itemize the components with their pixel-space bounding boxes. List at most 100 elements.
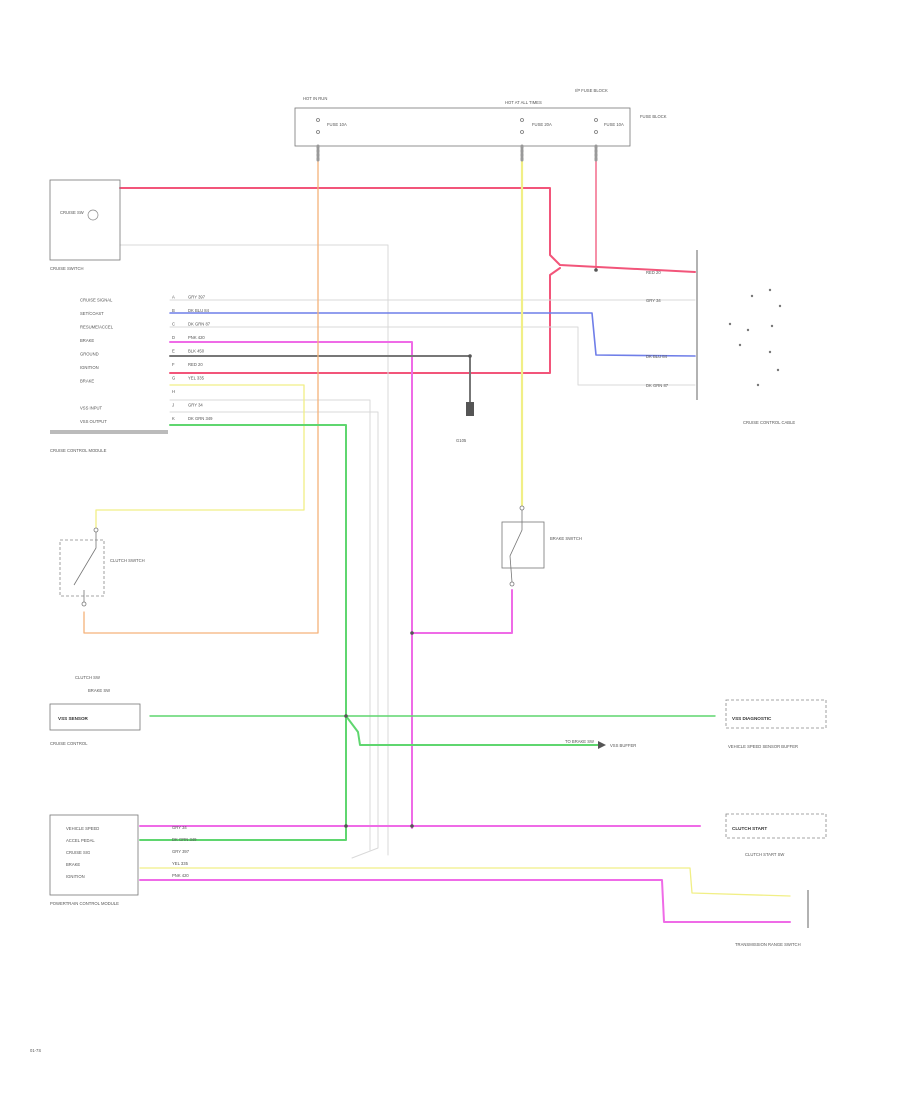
ground-terminal-icon xyxy=(466,402,474,416)
connector-row-label: VSS INPUT xyxy=(80,406,103,411)
fuse-terminal xyxy=(316,130,320,134)
switch-terminal-icon xyxy=(81,601,87,607)
module-caption: CRUISE CONTROL MODULE xyxy=(50,448,107,453)
splice-dots xyxy=(344,268,598,828)
splice-dot xyxy=(344,824,348,828)
vss-sensor-inner: VSS SENSOR xyxy=(58,716,89,721)
range-switch-caption: TRANSMISSION RANGE SWITCH xyxy=(735,942,801,947)
pcm-box xyxy=(49,814,139,896)
cluster-dot xyxy=(756,383,760,387)
arrow-icon xyxy=(598,741,606,749)
wire-green-splice xyxy=(345,715,599,746)
switch-blade-icon xyxy=(73,532,97,602)
fuse-side-label: FUSE BLOCK xyxy=(640,114,667,119)
connector-row-wire: GRY 34 xyxy=(188,403,203,408)
connector-row-label: VSS OUTPUT xyxy=(80,419,107,424)
vss-sensor-caption: CRUISE CONTROL xyxy=(50,741,88,746)
switch-terminal-icon xyxy=(509,581,515,587)
cluster-dot xyxy=(778,304,782,308)
pcm-row-wire: DK GRN 349 xyxy=(172,837,197,842)
connector-row-wire: RED 20 xyxy=(188,362,203,367)
connector-row-pin: K xyxy=(172,416,175,421)
cluster-dot xyxy=(746,328,750,332)
connector-row-label: BRAKE xyxy=(80,338,94,343)
wire-yellow-pcm xyxy=(139,867,791,897)
range-switch-component: TRANSMISSION RANGE SWITCH xyxy=(735,890,809,947)
connector-row-pin: G xyxy=(172,376,175,381)
right-connector-wire: DK BLU 84 xyxy=(646,354,668,359)
splice-dot xyxy=(410,631,414,635)
switch-terminal-icon xyxy=(519,505,525,511)
clutch-start-component: CLUTCH START CLUTCH START SW xyxy=(725,813,827,857)
fuse-block: HOT IN RUN FUSE 10A HOT AT ALL TIMES FUS… xyxy=(294,88,667,162)
clutch-switch: CLUTCH SWITCH xyxy=(59,527,145,607)
connector-row-wire: DK GRN 349 xyxy=(188,416,213,421)
cluster-dot xyxy=(768,288,772,292)
fuse-label-left: HOT IN RUN xyxy=(303,96,327,101)
fuse-label-right: I/P FUSE BLOCK xyxy=(575,88,608,93)
connector-row-label: SET/COAST xyxy=(80,311,104,316)
connector-row-wire: PNK 420 xyxy=(188,335,205,340)
green-splice-label: TO BRAKE SW xyxy=(565,739,594,744)
fuse-terminal xyxy=(316,118,320,122)
connector-row-label: CRUISE SIGNAL xyxy=(80,298,113,303)
pcm-row-label: ACCEL PEDAL xyxy=(66,838,95,843)
switch-terminal-icon xyxy=(93,527,99,533)
wire-magenta-switch xyxy=(411,589,513,634)
connector-row-wire: BLK 450 xyxy=(188,349,205,354)
wire-gray-top xyxy=(119,244,389,856)
connector-row-pin: E xyxy=(172,349,175,354)
right-connector-wire: GRY 34 xyxy=(646,298,661,303)
wire-magenta-low xyxy=(139,879,791,923)
connector-row-label: IGNITION xyxy=(80,365,99,370)
pcm-row-wire: YEL 335 xyxy=(172,861,189,866)
wires xyxy=(83,148,791,923)
pcm-caption: POWERTRAIN CONTROL MODULE xyxy=(50,901,119,906)
connector-row-wire: YEL 335 xyxy=(188,376,205,381)
switch-dashed-outline xyxy=(59,539,105,597)
connector-row-wire: DK BLU 84 xyxy=(188,308,210,313)
pcm-row-label: VEHICLE SPEED xyxy=(66,826,99,831)
fuse-name-right: FUSE 10A xyxy=(604,122,624,127)
fuse-terminal xyxy=(594,118,598,122)
wire-gray-row-h xyxy=(169,399,371,851)
right-connector-wire: RED 20 xyxy=(646,270,661,275)
wire-blue xyxy=(169,312,696,357)
wire-yellow-brake xyxy=(95,384,305,529)
fuse-label-mid: HOT AT ALL TIMES xyxy=(505,100,542,105)
cluster-dot xyxy=(770,324,774,328)
connector-row-pin: F xyxy=(172,362,175,367)
clutch-start-box xyxy=(725,813,827,839)
vss-sub-label: BRAKE SW xyxy=(88,688,110,693)
right-connector: RED 20 GRY 34 DK BLU 84 DK GRN 87 CRUISE… xyxy=(646,250,795,425)
fuse-terminal xyxy=(520,118,524,122)
connector-row-wire: DK GRN 87 xyxy=(188,322,211,327)
connector-row-wire: GRY 397 xyxy=(188,295,206,300)
clutch-switch-caption: CLUTCH SWITCH xyxy=(110,558,145,563)
cruise-switch-inner: CRUISE SW xyxy=(60,210,84,215)
vss-top-label: CLUTCH SW xyxy=(75,675,100,680)
wire-red-upper xyxy=(119,187,696,273)
cluster-dot xyxy=(728,322,732,326)
wire-red-connector xyxy=(169,267,561,374)
connector-cluster-icon xyxy=(728,288,782,387)
ground-label: G105 xyxy=(456,438,467,443)
clutch-start-caption: CLUTCH START SW xyxy=(745,852,784,857)
splice-dot xyxy=(410,824,414,828)
splice-dot xyxy=(344,714,348,718)
wire-dark-ground xyxy=(169,355,471,411)
pcm-row-label: CRUISE SIG xyxy=(66,850,90,855)
cluster-dot xyxy=(750,294,754,298)
fuse-name-mid: FUSE 20A xyxy=(532,122,552,127)
fuse-terminal xyxy=(594,130,598,134)
pcm-row-wire: PNK 420 xyxy=(172,873,189,878)
connector-row-pin: B xyxy=(172,308,175,313)
pcm-row-label: IGNITION xyxy=(66,874,85,879)
cruise-switch-caption: CRUISE SWITCH xyxy=(50,266,84,271)
module-edge xyxy=(50,430,168,434)
wire-green-vss xyxy=(139,424,347,841)
